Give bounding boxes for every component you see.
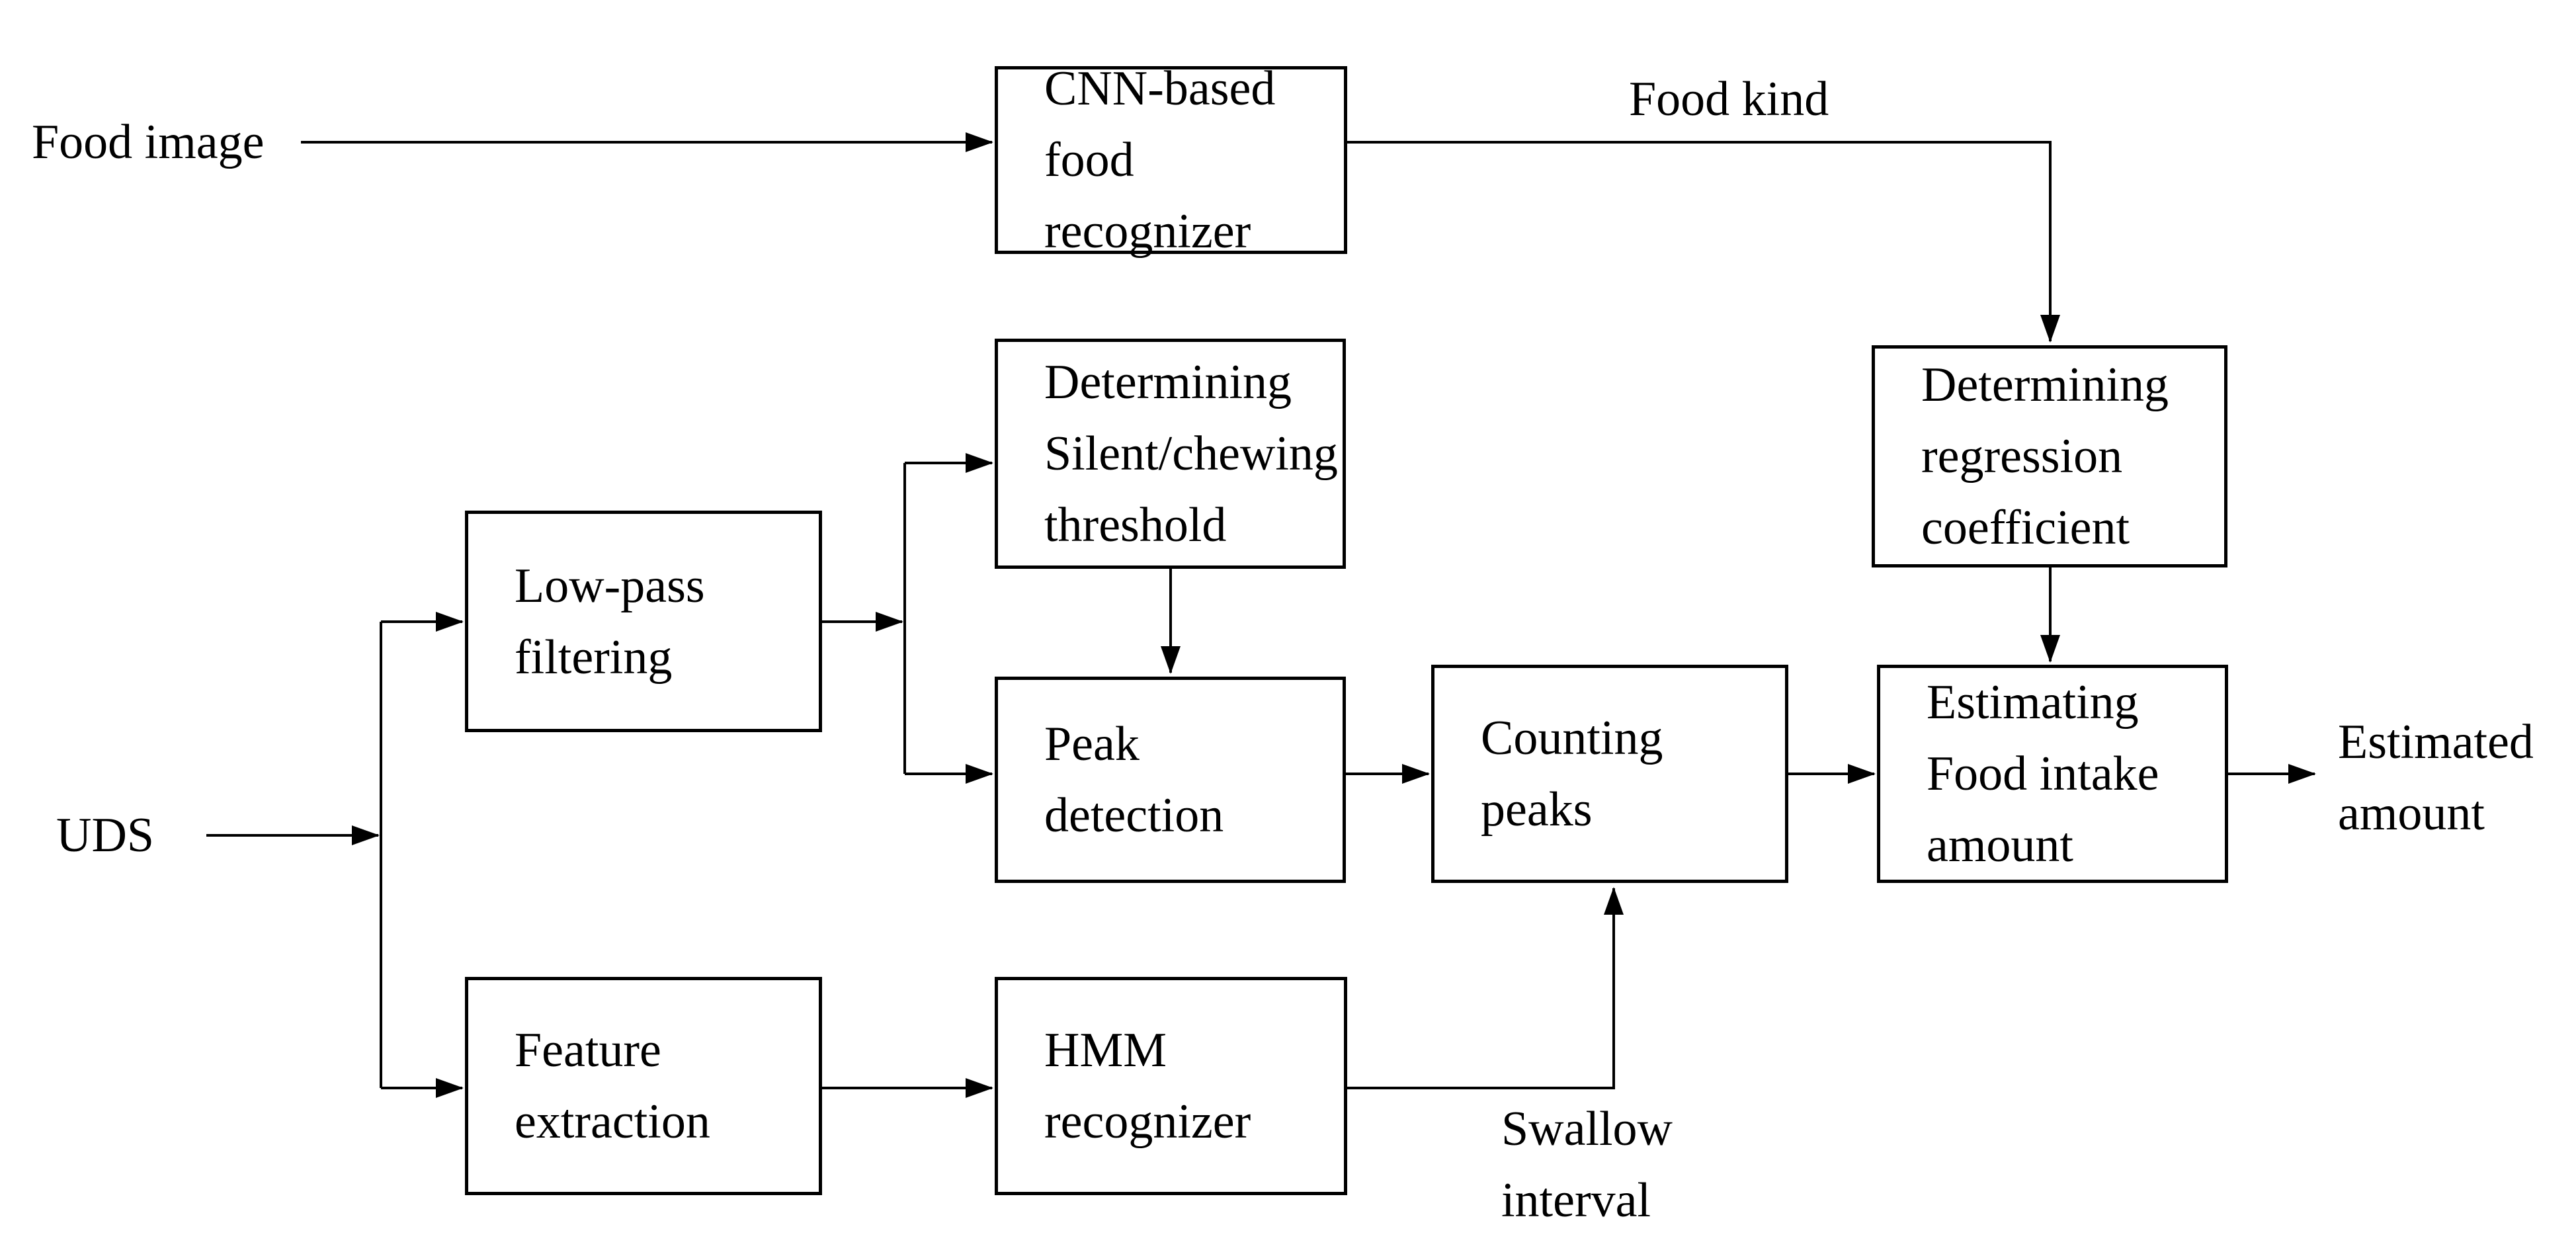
label-swallow-interval: Swallow interval [1501,1102,1673,1228]
node-label-counting-peaks: Counting peaks [1481,711,1663,837]
label-food-kind: Food kind [1629,72,1829,126]
node-counting-peaks: Counting peaks [1431,665,1788,883]
label-uds: UDS [56,808,155,862]
node-label-feature-extraction: Feature extraction [515,1023,710,1149]
node-label-low-pass-filtering: Low-pass filtering [515,558,705,685]
node-regression-coefficient: Determining regression coefficient [1872,345,2227,567]
node-label-silent-chewing-threshold: Determining Silent/chewing threshold [1044,355,1338,552]
node-label-peak-detection: Peak detection [1044,717,1224,843]
node-estimating-food-intake: Estimating Food intake amount [1877,665,2228,883]
node-hmm-recognizer: HMM recognizer [995,977,1347,1195]
label-estimated-amount: Estimated amount [2338,715,2534,841]
node-silent-chewing-threshold: Determining Silent/chewing threshold [995,339,1346,569]
node-cnn-food-recognizer: CNN-based food recognizer [995,62,1347,259]
edge-hmm-to-counting [1347,887,1624,1089]
node-low-pass-filtering: Low-pass filtering [465,511,822,732]
node-label-cnn-food-recognizer: CNN-based food recognizer [1044,62,1276,259]
label-food-image: Food image [32,115,265,169]
node-label-regression-coefficient: Determining regression coefficient [1921,358,2169,555]
node-label-hmm-recognizer: HMM recognizer [1044,1023,1251,1149]
edge-cnn-to-regression [1347,141,2060,343]
node-peak-detection: Peak detection [995,677,1346,883]
node-label-estimating-food-intake: Estimating Food intake amount [1927,675,2159,872]
node-feature-extraction: Feature extraction [465,977,822,1195]
